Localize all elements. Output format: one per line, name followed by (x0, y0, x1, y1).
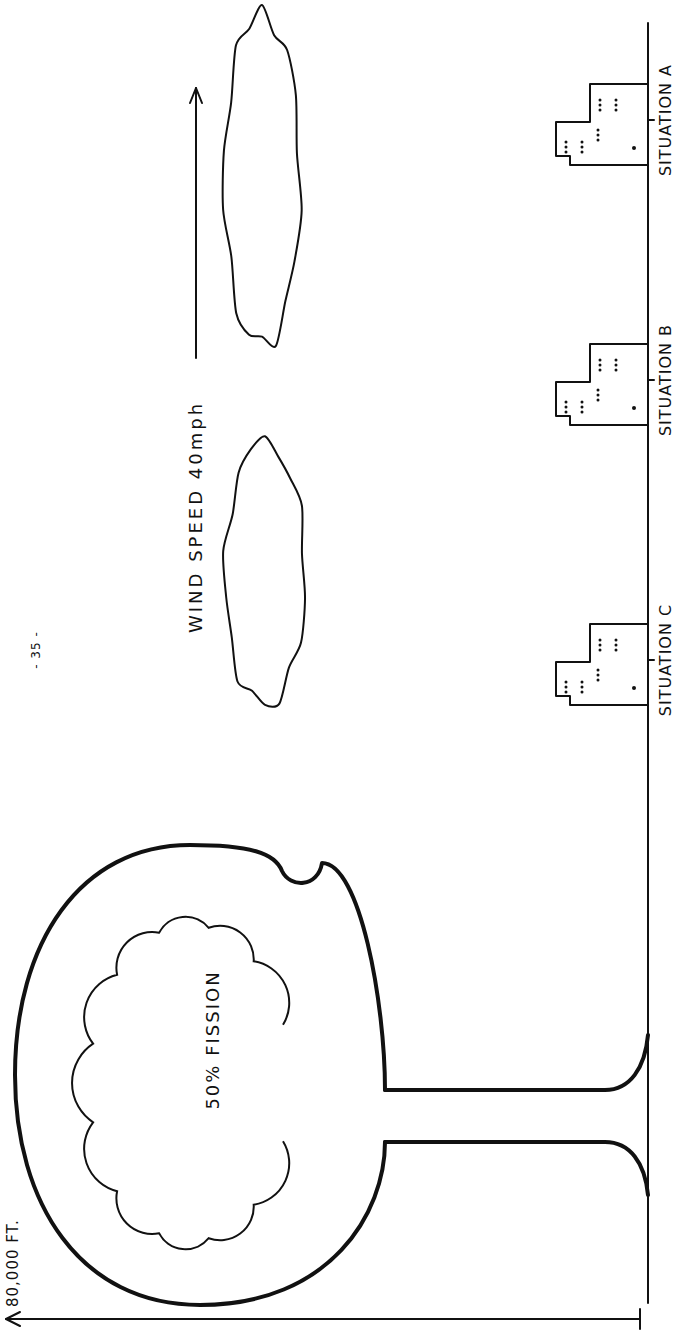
situation-label: SITUATION B (658, 324, 674, 436)
wind-arrow (195, 88, 197, 358)
window-dot (599, 359, 602, 362)
window-dot (581, 151, 584, 154)
window-dot (597, 394, 600, 397)
window-dot (599, 104, 602, 107)
window-dot (599, 644, 602, 647)
cloud-label: 50% FISSION (204, 970, 222, 1109)
altitude-label: 80,000 FT. (6, 1219, 21, 1307)
situation-label: SITUATION C (658, 604, 674, 716)
window-dot (565, 691, 568, 694)
ground-tick (648, 659, 654, 661)
window-dot (615, 359, 618, 362)
altitude-scale (6, 1318, 640, 1320)
window-dot (615, 99, 618, 102)
window-dot (581, 691, 584, 694)
mushroom-cap (15, 845, 385, 1305)
cloud-outline (65, 905, 300, 1260)
window-dot (565, 401, 568, 404)
window-dot (597, 669, 600, 672)
window-dot (615, 104, 618, 107)
window-dot (615, 369, 618, 372)
building (556, 624, 648, 705)
window-dot (597, 129, 600, 132)
window-dot (565, 681, 568, 684)
wind-arrowhead (190, 88, 202, 103)
window-dot (581, 406, 584, 409)
mushroom-stem (385, 1035, 648, 1090)
window-dot (599, 364, 602, 367)
ground-tick (648, 119, 654, 121)
window-dot (597, 679, 600, 682)
fallout-cloud (223, 5, 302, 347)
window-dot (599, 109, 602, 112)
window-dot (565, 686, 568, 689)
window-dot (615, 649, 618, 652)
window-dot (597, 674, 600, 677)
window-dot (615, 639, 618, 642)
window-dot (597, 389, 600, 392)
window-dot (581, 411, 584, 414)
door-dot (632, 406, 636, 410)
window-dot (597, 139, 600, 142)
mushroom-stem (385, 1142, 648, 1195)
page-number: - 35 - (30, 631, 42, 669)
window-dot (565, 141, 568, 144)
situation-label: SITUATION A (658, 64, 674, 176)
fallout-cloud (223, 436, 305, 707)
ground-tick (648, 379, 654, 381)
window-dot (581, 141, 584, 144)
window-dot (599, 369, 602, 372)
window-dot (581, 401, 584, 404)
window-dot (599, 649, 602, 652)
window-dot (581, 686, 584, 689)
window-dot (565, 411, 568, 414)
window-dot (565, 151, 568, 154)
door-dot (632, 686, 636, 690)
window-dot (599, 99, 602, 102)
window-dot (565, 406, 568, 409)
window-dot (597, 134, 600, 137)
window-dot (599, 639, 602, 642)
fission-cloud: 50% FISSION (65, 905, 300, 1260)
door-dot (632, 146, 636, 150)
building (556, 344, 648, 425)
scale-tick (639, 1309, 641, 1329)
window-dot (615, 644, 618, 647)
window-dot (565, 146, 568, 149)
wind-label: WIND SPEED 40mph (187, 401, 205, 633)
building (556, 84, 648, 165)
ground-line (647, 23, 649, 1303)
window-dot (581, 146, 584, 149)
window-dot (615, 109, 618, 112)
puffy-cloud (72, 917, 289, 1249)
window-dot (615, 364, 618, 367)
window-dot (597, 399, 600, 402)
window-dot (581, 681, 584, 684)
scale-arrowhead (6, 1312, 20, 1326)
